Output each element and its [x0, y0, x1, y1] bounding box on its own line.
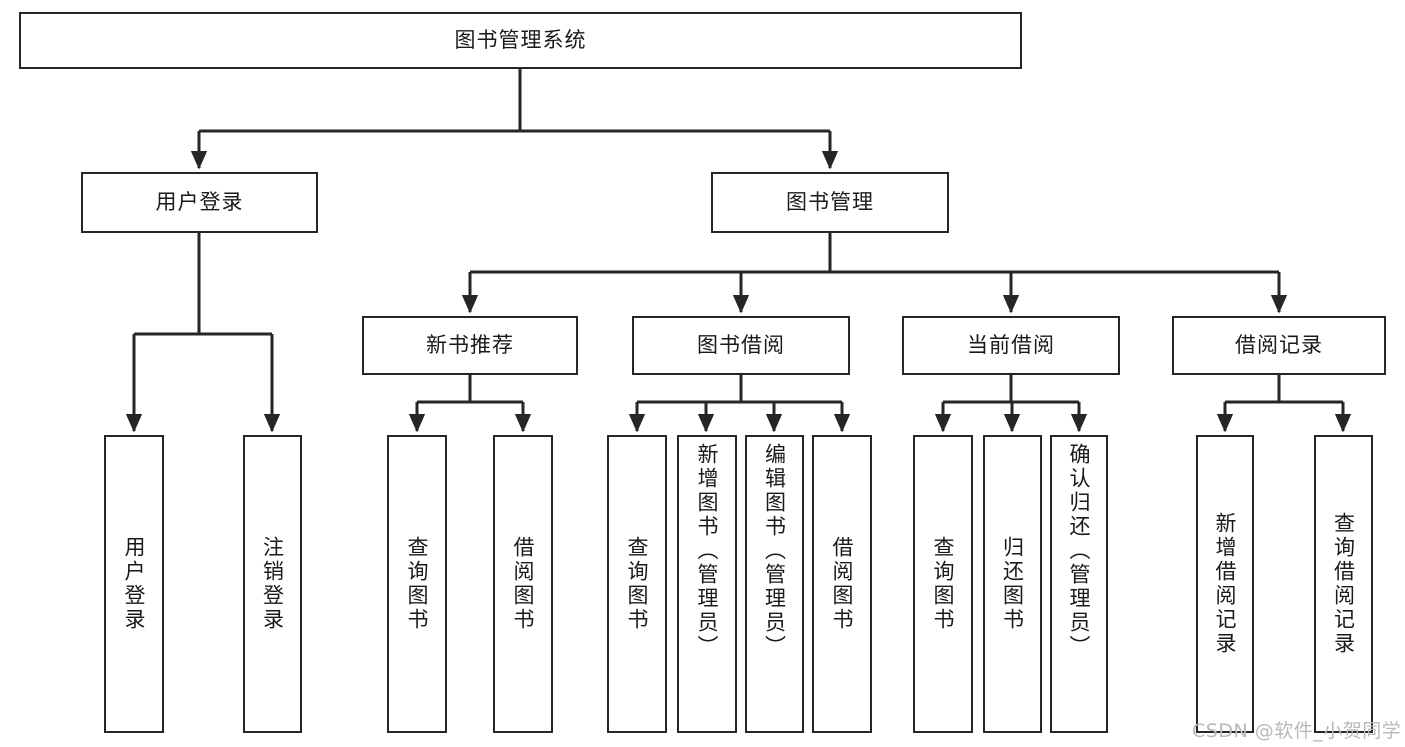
node-book-borrow-label: 图书借阅 — [697, 332, 785, 357]
leaf-current-confirm-return-label: 确认归还（管理员） — [1067, 443, 1092, 659]
leaf-recommend-query-book-label: 查询图书 — [405, 536, 430, 632]
node-borrow-record[interactable]: 借阅记录 — [1172, 316, 1386, 375]
leaf-borrow-query-book[interactable]: 查询图书 — [607, 435, 667, 733]
leaf-borrow-add-book-label: 新增图书（管理员） — [695, 443, 720, 659]
leaf-logout-label: 注销登录 — [260, 536, 285, 632]
leaf-borrow-edit-book-label: 编辑图书（管理员） — [762, 443, 787, 659]
leaf-current-return-book[interactable]: 归还图书 — [983, 435, 1042, 733]
leaf-current-return-book-label: 归还图书 — [1000, 536, 1025, 632]
node-current-borrow[interactable]: 当前借阅 — [902, 316, 1120, 375]
leaf-recommend-borrow-book[interactable]: 借阅图书 — [493, 435, 553, 733]
csdn-watermark: CSDN @软件_小贺同学 — [1192, 720, 1402, 742]
node-book-manage[interactable]: 图书管理 — [711, 172, 949, 233]
node-user-login-label: 用户登录 — [155, 189, 244, 214]
node-book-manage-label: 图书管理 — [786, 189, 874, 214]
leaf-borrow-borrow-book[interactable]: 借阅图书 — [812, 435, 872, 733]
leaf-recommend-query-book[interactable]: 查询图书 — [387, 435, 447, 733]
node-root-label: 图书管理系统 — [454, 27, 587, 52]
leaf-current-query-book-label: 查询图书 — [931, 536, 956, 632]
leaf-borrow-edit-book[interactable]: 编辑图书（管理员） — [745, 435, 804, 733]
leaf-record-add-label: 新增借阅记录 — [1213, 512, 1238, 656]
node-new-book-recommend-label: 新书推荐 — [426, 332, 514, 357]
leaf-current-confirm-return[interactable]: 确认归还（管理员） — [1050, 435, 1108, 733]
node-new-book-recommend[interactable]: 新书推荐 — [362, 316, 578, 375]
leaf-user-login-label: 用户登录 — [122, 536, 147, 632]
node-current-borrow-label: 当前借阅 — [967, 332, 1055, 357]
leaf-user-login[interactable]: 用户登录 — [104, 435, 164, 733]
leaf-logout[interactable]: 注销登录 — [243, 435, 302, 733]
leaf-current-query-book[interactable]: 查询图书 — [913, 435, 973, 733]
node-user-login[interactable]: 用户登录 — [81, 172, 318, 233]
node-book-borrow[interactable]: 图书借阅 — [632, 316, 850, 375]
leaf-borrow-borrow-book-label: 借阅图书 — [830, 536, 855, 632]
leaf-record-search[interactable]: 查询借阅记录 — [1314, 435, 1373, 733]
node-root[interactable]: 图书管理系统 — [19, 12, 1022, 69]
leaf-borrow-query-book-label: 查询图书 — [625, 536, 650, 632]
leaf-record-search-label: 查询借阅记录 — [1331, 512, 1356, 656]
leaf-record-add[interactable]: 新增借阅记录 — [1196, 435, 1254, 733]
leaf-recommend-borrow-book-label: 借阅图书 — [511, 536, 536, 632]
node-borrow-record-label: 借阅记录 — [1235, 332, 1323, 357]
leaf-borrow-add-book[interactable]: 新增图书（管理员） — [677, 435, 737, 733]
